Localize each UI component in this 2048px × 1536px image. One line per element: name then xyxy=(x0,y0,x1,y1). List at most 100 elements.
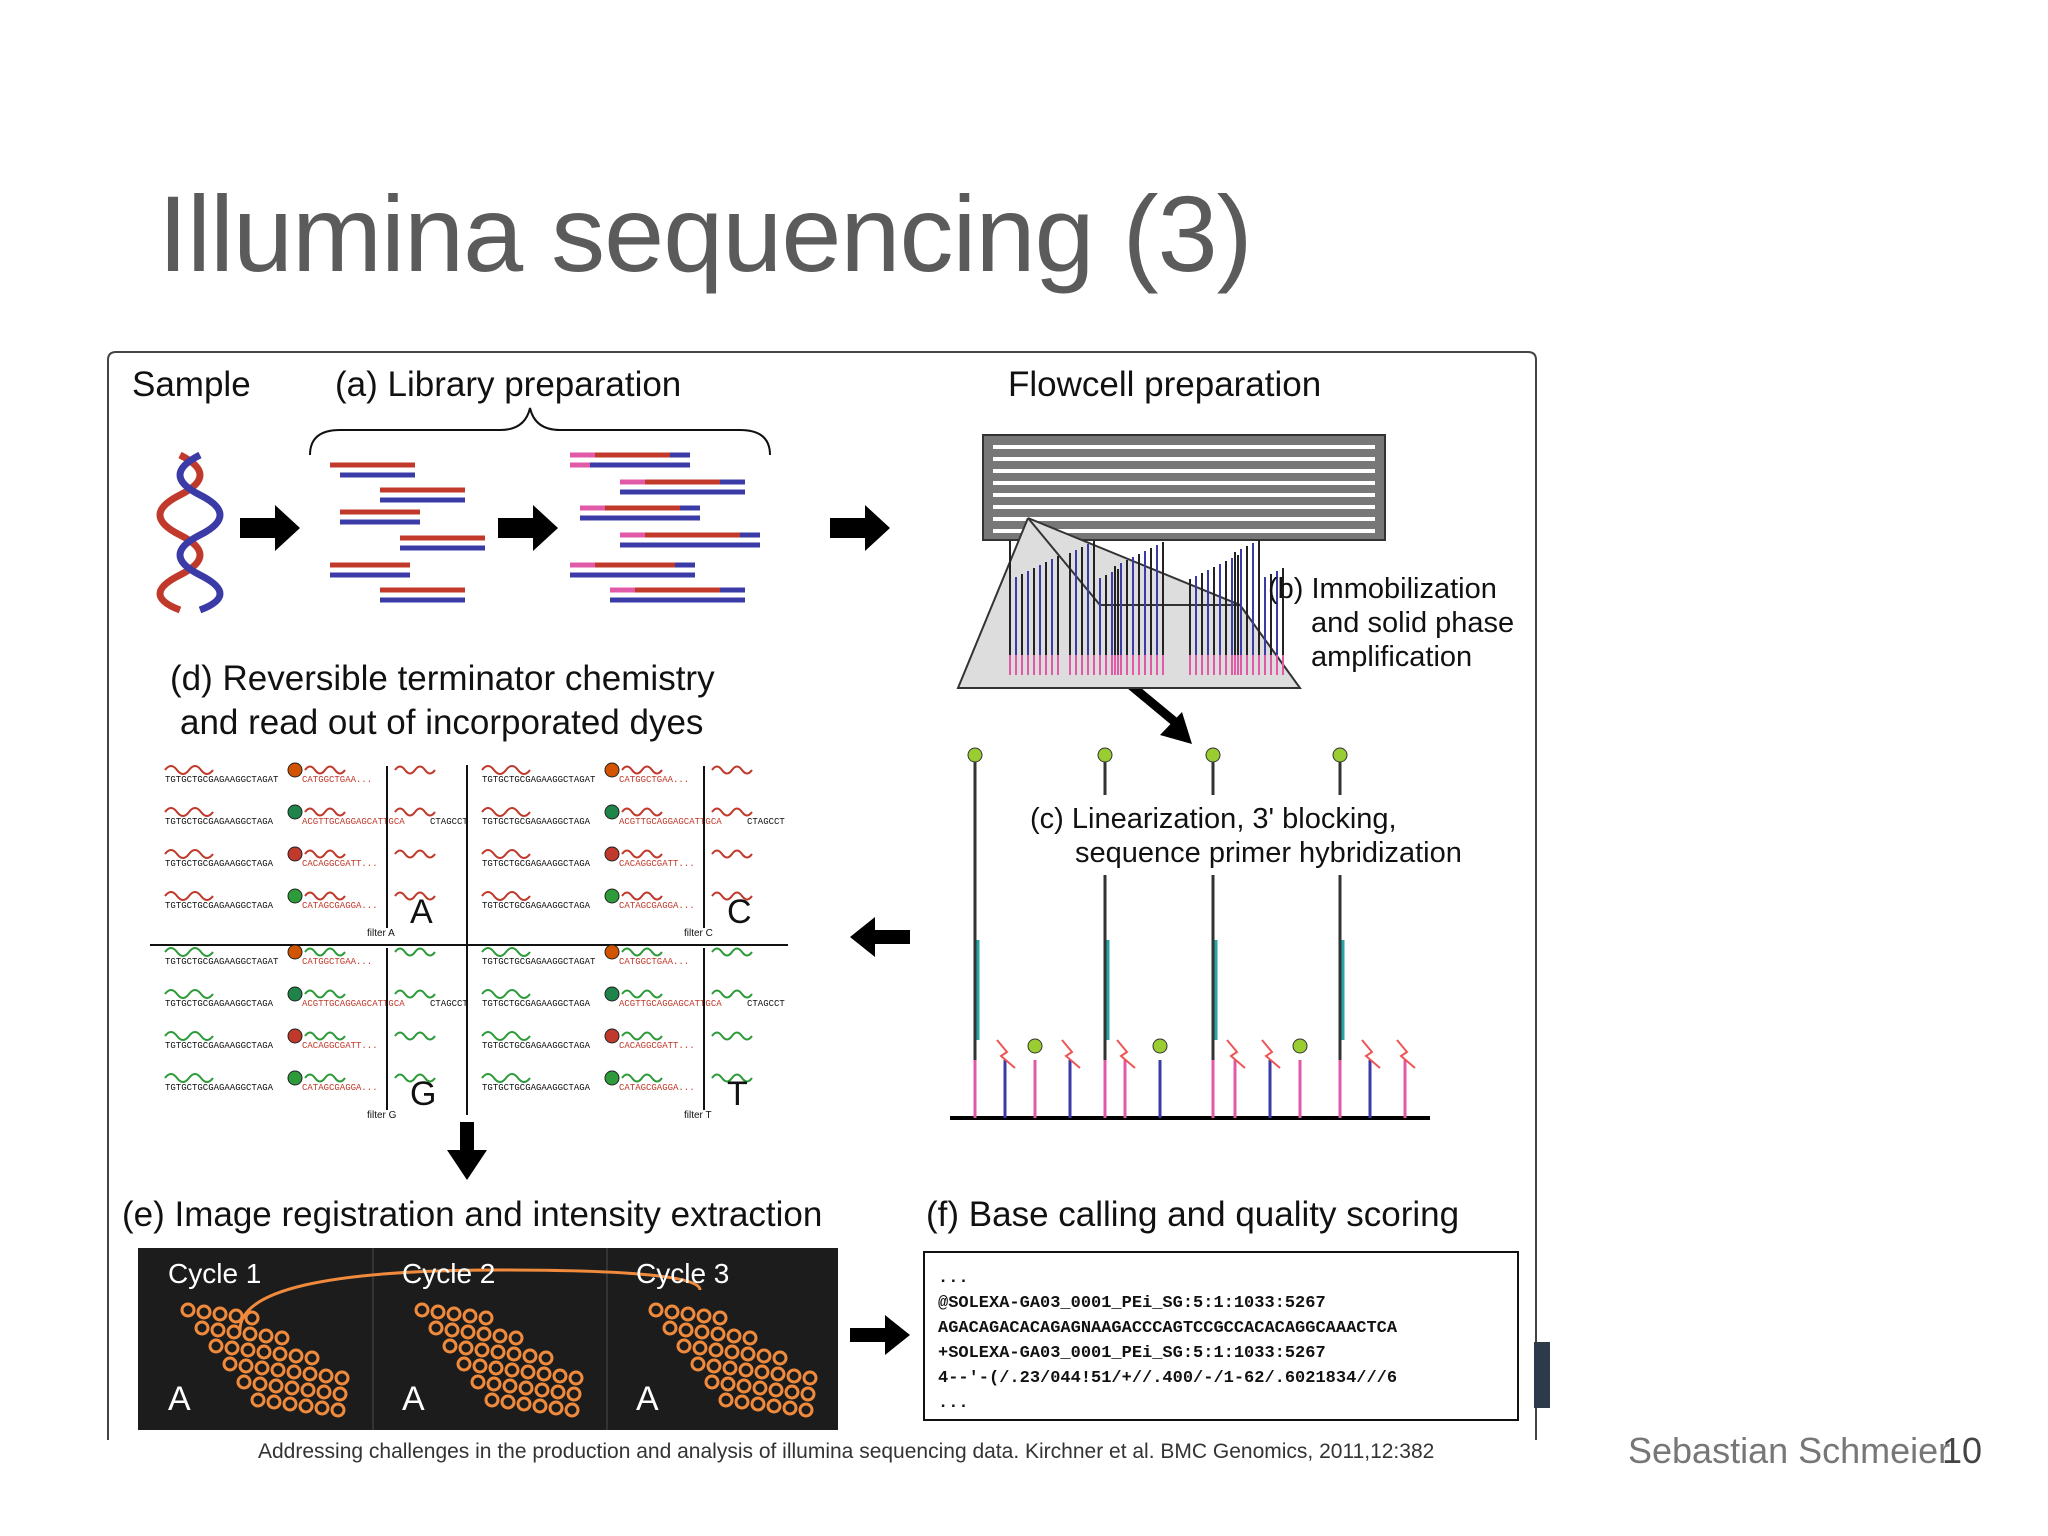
dye-dot-icon xyxy=(287,1028,303,1044)
lightning-icon xyxy=(1226,1039,1246,1069)
cluster-ring-icon xyxy=(286,1364,302,1380)
cluster-ring-icon xyxy=(782,1400,798,1416)
fastq-box xyxy=(923,1251,1519,1421)
cluster-ring-icon xyxy=(722,1360,738,1376)
cluster-ring-icon xyxy=(506,1346,522,1362)
emission-wave-icon xyxy=(621,1031,663,1041)
cluster-ring-icon xyxy=(226,1324,242,1340)
filter-label: filter C xyxy=(684,928,713,939)
emission-wave-icon xyxy=(621,947,663,957)
filter-wave-icon xyxy=(711,1031,753,1041)
linearization-label-line1: (c) Linearization, 3' blocking, xyxy=(1030,803,1397,835)
cluster-ring-icon xyxy=(210,1322,226,1338)
emission-wave-icon xyxy=(304,947,346,957)
filter-wave-icon xyxy=(711,765,753,775)
cluster-ring-icon xyxy=(742,1330,758,1346)
terminator-label-line1: (d) Reversible terminator chemistry xyxy=(170,659,715,698)
blocking-bead-icon xyxy=(1097,747,1113,763)
cluster-ring-icon xyxy=(538,1350,554,1366)
cluster-ring-icon xyxy=(252,1376,268,1392)
cluster-ring-icon xyxy=(238,1358,254,1374)
sequence-red: CACAGGCGATT... xyxy=(619,1041,695,1051)
cluster-ring-icon xyxy=(720,1376,736,1392)
emission-wave-icon xyxy=(621,807,663,817)
lightning-icon xyxy=(1116,1039,1136,1069)
cluster-ring-icon xyxy=(318,1368,334,1384)
cluster-ring-icon xyxy=(314,1400,330,1416)
cluster-ring-icon xyxy=(272,1346,288,1362)
cluster-ring-icon xyxy=(298,1398,314,1414)
cluster-ring-icon xyxy=(256,1344,272,1360)
cluster-ring-icon xyxy=(460,1324,476,1340)
dye-wave-icon xyxy=(481,765,531,775)
dye-dot-icon xyxy=(287,1070,303,1086)
cluster-ring-icon xyxy=(474,1342,490,1358)
dye-dot-icon xyxy=(604,986,620,1002)
cluster-ring-icon xyxy=(508,1330,524,1346)
cluster-ring-icon xyxy=(536,1366,552,1382)
cluster-ring-icon xyxy=(490,1344,506,1360)
cluster-ring-icon xyxy=(284,1380,300,1396)
cluster-ring-icon xyxy=(488,1360,504,1376)
cluster-ring-icon xyxy=(798,1402,814,1418)
dye-dot-icon xyxy=(287,804,303,820)
cluster-ring-icon xyxy=(710,1326,726,1342)
emission-wave-icon xyxy=(304,849,346,859)
cluster-ring-icon xyxy=(194,1320,210,1336)
citation: Addressing challenges in the production … xyxy=(258,1440,1435,1463)
sequence-black: TGTGCTGCGAGAAGGCTAGA xyxy=(482,1083,591,1093)
dye-wave-icon xyxy=(481,989,531,999)
cluster-ring-icon xyxy=(520,1364,536,1380)
cluster-ring-icon xyxy=(800,1386,816,1402)
cycle-label: Cycle 1 xyxy=(168,1258,261,1289)
filter-label: filter G xyxy=(367,1110,397,1121)
sequence-red: CACAGGCGATT... xyxy=(302,1041,378,1051)
filter-wave-icon xyxy=(711,807,753,817)
dye-dot-icon xyxy=(287,888,303,904)
emission-wave-icon xyxy=(621,989,663,999)
page-number: 10 xyxy=(1942,1430,1983,1471)
author-name: Sebastian Schmeier xyxy=(1628,1430,1951,1471)
emission-wave-icon xyxy=(621,849,663,859)
sequence-red: CACAGGCGATT... xyxy=(619,859,695,869)
dye-wave-icon xyxy=(164,807,214,817)
cluster-ring-icon xyxy=(266,1394,282,1410)
immobilization-label-line1: (b) Immobilization xyxy=(1268,573,1497,605)
fastq-line: AGACAGACACAGAGNAAGACCCAGTCCGCCACACAGGCAA… xyxy=(938,1319,1398,1338)
sequence-red: ACGTTGCAGGAGCATTGCA xyxy=(619,999,722,1009)
dye-wave-icon xyxy=(481,891,531,901)
dye-dot-icon xyxy=(604,944,620,960)
cluster-ring-icon xyxy=(484,1392,500,1408)
sequence-black: TGTGCTGCGAGAAGGCTAGA xyxy=(165,859,274,869)
cycle-base: A xyxy=(168,1380,191,1418)
sequence-red: CATAGCGAGGA... xyxy=(302,901,378,911)
cluster-ring-icon xyxy=(518,1380,534,1396)
library-brace xyxy=(309,407,771,456)
sequence-black: TGTGCTGCGAGAAGGCTAGA xyxy=(482,1041,591,1051)
sequence-black: TGTGCTGCGAGAAGGCTAGA xyxy=(482,859,591,869)
cluster-ring-icon xyxy=(568,1370,584,1386)
cluster-ring-icon xyxy=(282,1396,298,1412)
cycle-base: A xyxy=(402,1380,425,1418)
fastq-line: ... xyxy=(938,1269,969,1288)
emission-wave-icon xyxy=(621,1073,663,1083)
cluster-ring-icon xyxy=(548,1400,564,1416)
emission-wave-icon xyxy=(304,989,346,999)
cluster-ring-icon xyxy=(754,1364,770,1380)
cluster-ring-icon xyxy=(228,1308,244,1324)
sequence-black: TGTGCTGCGAGAAGGCTAGA xyxy=(165,999,274,1009)
sequence-black: TGTGCTGCGAGAAGGCTAGAT xyxy=(482,957,596,967)
sequence-black: TGTGCTGCGAGAAGGCTAGA xyxy=(482,999,591,1009)
flowcell-label: Flowcell preparation xyxy=(1008,365,1321,404)
fastq-record: ...@SOLEXA-GA03_0001_PEi_SG:5:1:1033:526… xyxy=(938,1269,1398,1413)
cluster-ring-icon xyxy=(242,1326,258,1342)
cluster-ring-icon xyxy=(270,1362,286,1378)
cycle-base: A xyxy=(636,1380,659,1418)
cluster-ring-icon xyxy=(478,1310,494,1326)
base-letter: A xyxy=(410,893,433,931)
filter-wave-icon xyxy=(394,891,436,901)
cluster-ring-icon xyxy=(476,1326,492,1342)
cluster-ring-icon xyxy=(208,1338,224,1354)
base-letter: G xyxy=(410,1075,436,1113)
cluster-ring-icon xyxy=(456,1356,472,1372)
